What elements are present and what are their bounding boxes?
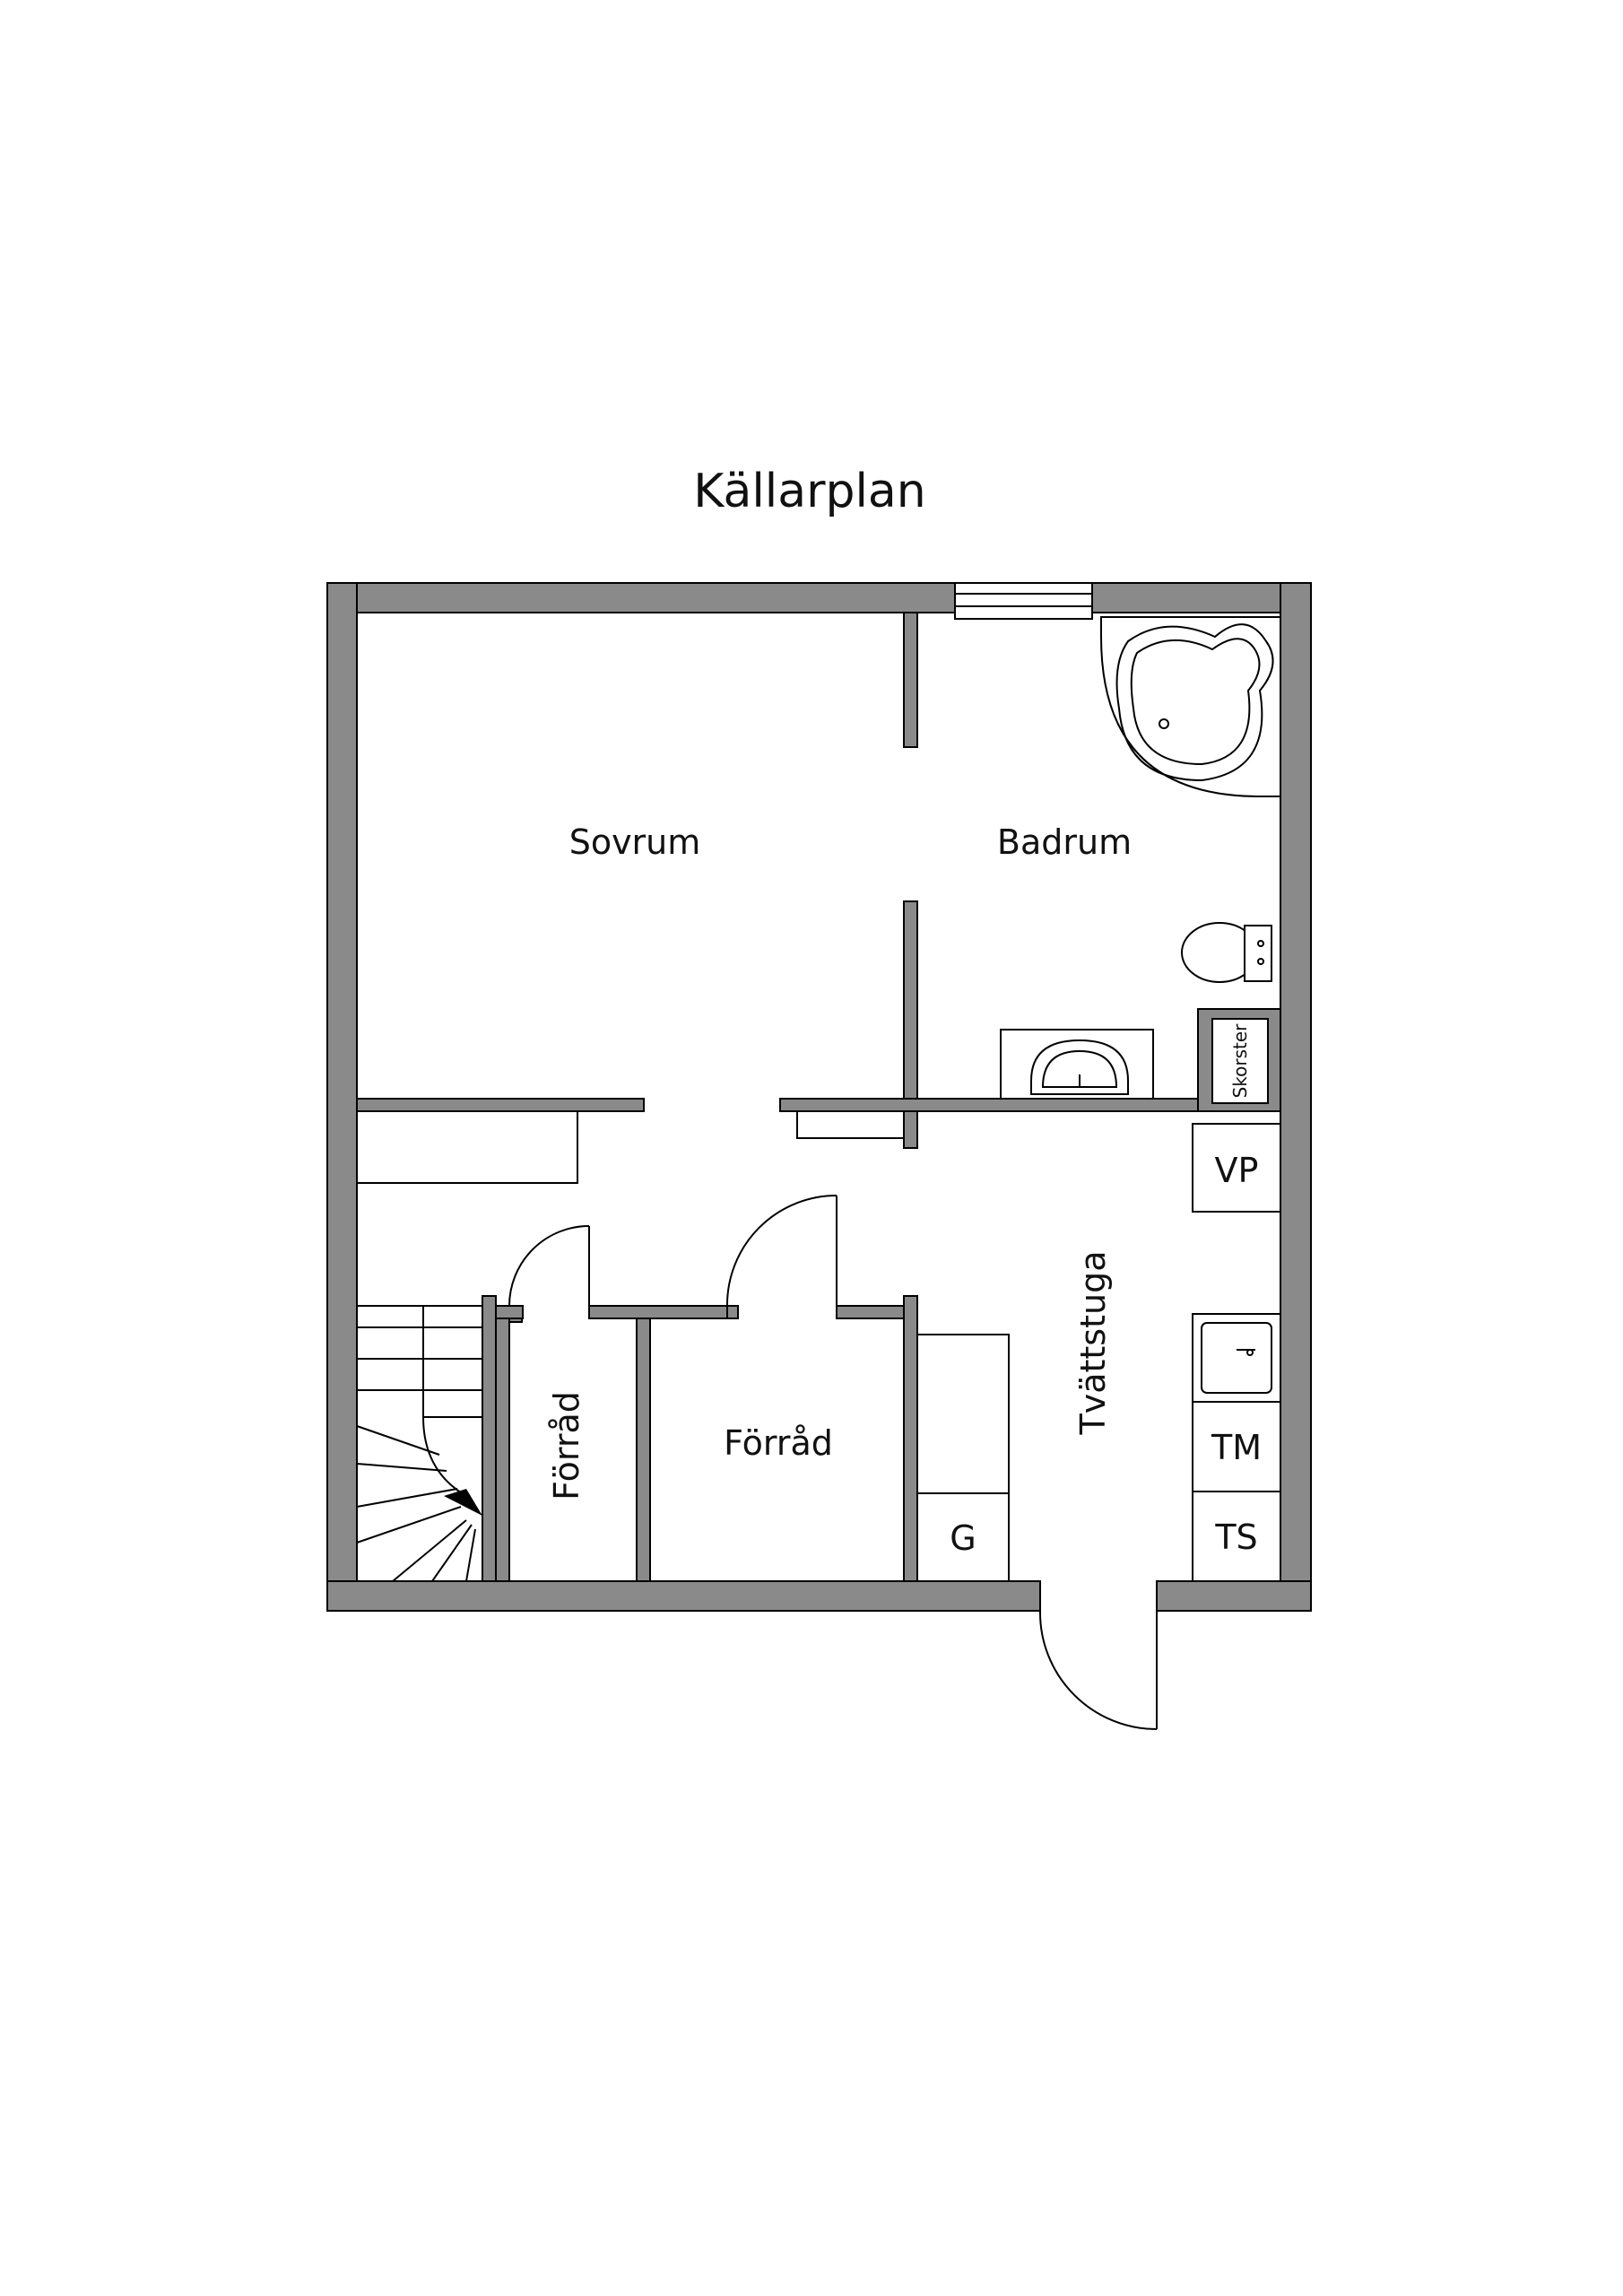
g-unit (916, 1492, 1010, 1582)
outer-walls (326, 582, 1312, 1612)
bathroom-sink (1000, 1029, 1154, 1100)
door-forrad-large (725, 1195, 838, 1307)
hall-shelf (356, 1110, 578, 1184)
door-forrad-small (508, 1225, 590, 1307)
skorsten-label: Skorster (1229, 1023, 1251, 1099)
door-exterior[interactable] (1038, 1610, 1158, 1730)
g-label: G (950, 1518, 976, 1558)
laundry-bench (916, 1334, 1010, 1494)
staircase (356, 1305, 482, 1582)
room-label-forrad-small: Förråd (547, 1391, 586, 1500)
tm-unit (1192, 1401, 1281, 1492)
room-label-tvattstuga: Tvättstuga (1073, 1251, 1113, 1436)
room-label-sovrum: Sovrum (569, 822, 701, 862)
small-shelf (796, 1110, 905, 1139)
plan-title: Källarplan (693, 465, 925, 518)
stair-direction-arrow (444, 1489, 482, 1516)
window (954, 582, 1093, 620)
toilet (1181, 922, 1272, 983)
vp-unit (1192, 1123, 1281, 1213)
ts-unit (1192, 1491, 1281, 1582)
room-label-forrad-large: Förråd (724, 1423, 833, 1463)
room-label-badrum: Badrum (997, 822, 1132, 862)
ts-label: TS (1214, 1518, 1257, 1557)
tm-label: TM (1211, 1428, 1262, 1467)
laundry-sink (1192, 1313, 1281, 1403)
corner-bathtub (1100, 616, 1281, 797)
vp-label: VP (1215, 1151, 1259, 1190)
